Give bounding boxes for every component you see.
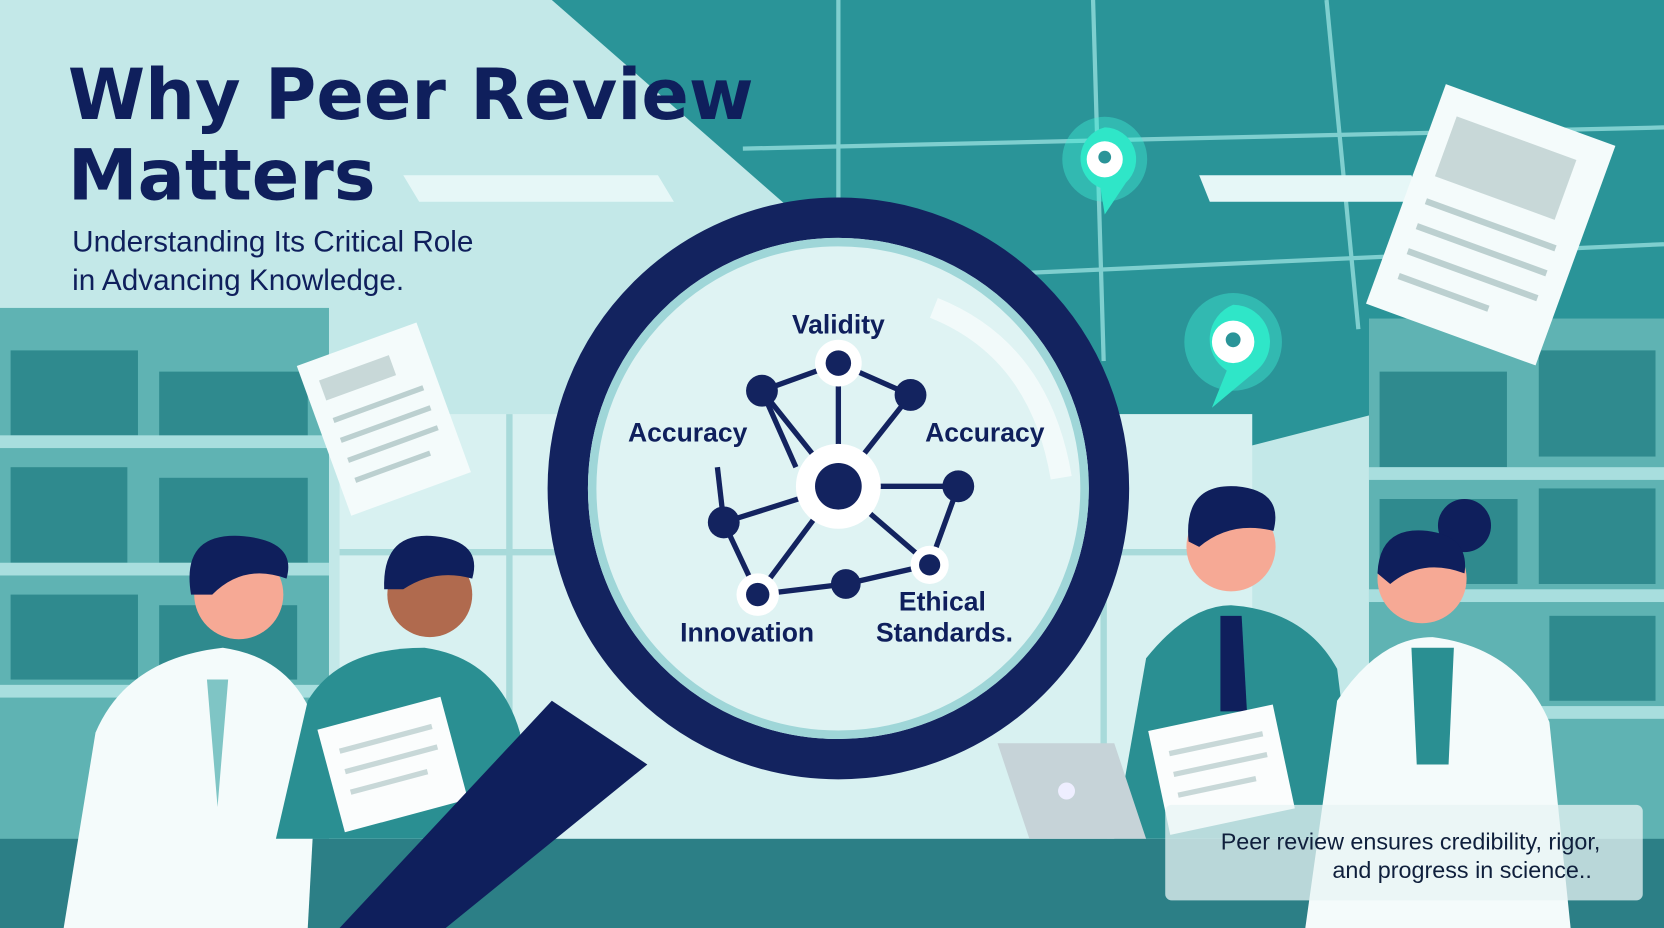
document-icon bbox=[1366, 84, 1616, 366]
node-label-innovation: Innovation bbox=[680, 617, 814, 647]
location-pin-icon bbox=[1062, 116, 1148, 215]
page-title-line1: Why Peer Review bbox=[68, 54, 754, 136]
page-title-line2: Matters bbox=[68, 135, 376, 217]
network-nodes bbox=[707, 339, 975, 616]
person-reviewer-1 bbox=[63, 535, 319, 928]
location-pin-icon bbox=[1184, 293, 1282, 408]
node-label-validity: Validity bbox=[792, 309, 885, 339]
caption-box bbox=[1165, 804, 1643, 901]
light-panel bbox=[1199, 175, 1423, 202]
node-label-accuracy-right: Accuracy bbox=[925, 418, 1045, 448]
subtitle-line2: in Advancing Knowledge. bbox=[72, 264, 404, 297]
document-icon bbox=[296, 322, 471, 516]
node-label-standards: Standards. bbox=[876, 617, 1013, 647]
light-panel bbox=[403, 175, 674, 202]
node-label-ethical: Ethical bbox=[899, 587, 986, 617]
node-label-accuracy-left: Accuracy bbox=[628, 418, 748, 448]
subtitle-line1: Understanding Its Critical Role bbox=[72, 226, 473, 259]
caption-line1: Peer review ensures credibility, rigor, bbox=[1221, 828, 1601, 854]
document-icon bbox=[1148, 704, 1295, 835]
document-icon bbox=[317, 696, 468, 833]
caption-line2: and progress in science.. bbox=[1332, 857, 1591, 883]
laptop-icon bbox=[997, 743, 1147, 839]
